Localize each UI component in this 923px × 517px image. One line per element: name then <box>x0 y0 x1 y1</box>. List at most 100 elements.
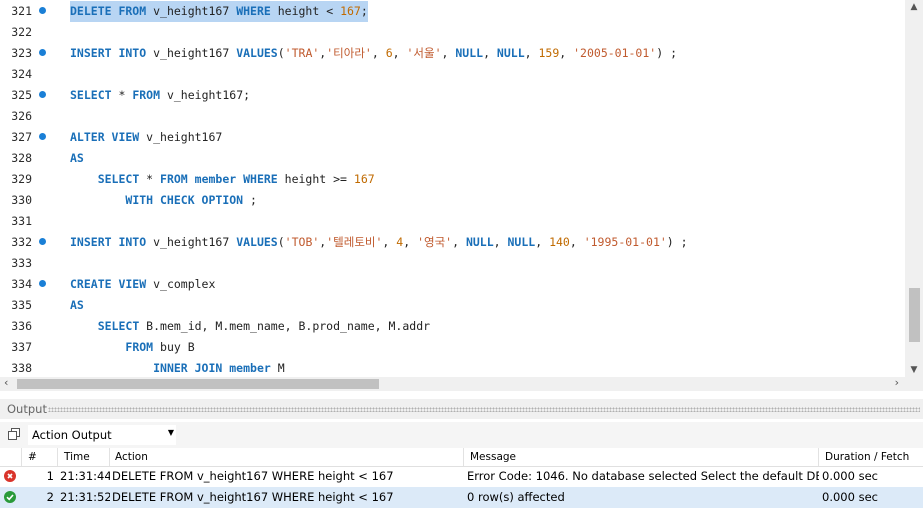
statement-marker-icon[interactable] <box>39 49 46 56</box>
code-token: v_height167 <box>146 46 237 60</box>
code-line[interactable]: 337 FROM buy B <box>0 337 905 358</box>
code-text: INSERT INTO v_height167 VALUES('TOB','텔레… <box>70 232 688 253</box>
scroll-down-arrow-icon[interactable]: ▼ <box>910 365 918 375</box>
code-token: ( <box>277 46 285 60</box>
code-line[interactable]: 331 <box>0 211 905 232</box>
code-token: , <box>452 235 466 249</box>
line-number: 330 <box>11 193 32 207</box>
code-token: M <box>270 361 285 375</box>
code-token: ) ; <box>666 235 688 249</box>
column-header-action[interactable]: Action <box>110 448 464 466</box>
editor-horizontal-scrollbar[interactable]: ‹ › <box>0 376 905 391</box>
output-panel-title: Output <box>7 402 47 416</box>
line-number: 337 <box>11 340 32 354</box>
code-token: B.mem_id, M.mem_name, B.prod_name, M.add… <box>139 319 431 333</box>
chevron-down-icon[interactable]: ▼ <box>167 428 174 437</box>
code-line[interactable]: 330 WITH CHECK OPTION ; <box>0 190 905 211</box>
table-row[interactable]: 1 21:31:44 DELETE FROM v_height167 WHERE… <box>0 466 923 487</box>
code-token: buy B <box>153 340 195 354</box>
code-token: VALUES <box>236 46 278 60</box>
code-token: INSERT INTO <box>70 46 147 60</box>
code-token: , <box>441 46 456 60</box>
code-token: '2005-01-01' <box>573 46 657 60</box>
code-text: INNER JOIN member M <box>70 358 285 377</box>
code-token <box>70 319 98 333</box>
vertical-scroll-thumb[interactable] <box>909 288 920 342</box>
code-token: INNER JOIN member <box>153 361 271 375</box>
code-line[interactable]: 338 INNER JOIN member M <box>0 358 905 377</box>
status-cell <box>0 487 22 508</box>
code-token <box>70 172 98 186</box>
column-header-duration[interactable]: Duration / Fetch <box>825 451 910 463</box>
scroll-right-arrow-icon[interactable]: › <box>894 376 899 389</box>
code-token: v_complex <box>146 277 216 291</box>
row-action: DELETE FROM v_height167 WHERE height < 1… <box>112 469 394 483</box>
line-number: 338 <box>11 361 32 375</box>
code-line[interactable]: 325 SELECT * FROM v_height167; <box>0 85 905 106</box>
column-header-time[interactable]: Time <box>58 448 110 466</box>
statement-marker-icon[interactable] <box>39 238 46 245</box>
output-type-select[interactable]: Action Output ▼ <box>28 425 176 445</box>
code-text: FROM buy B <box>70 337 195 358</box>
statement-marker-icon[interactable] <box>39 280 46 287</box>
code-text: SELECT * FROM v_height167; <box>70 85 250 106</box>
scroll-left-arrow-icon[interactable]: ‹ <box>4 376 9 389</box>
code-token: * <box>139 172 161 186</box>
code-token: , <box>524 46 539 60</box>
line-number: 325 <box>11 88 32 102</box>
horizontal-scroll-thumb[interactable] <box>17 379 379 389</box>
line-number: 333 <box>11 256 32 270</box>
code-token: 140 <box>549 235 570 249</box>
code-line[interactable]: 334 CREATE VIEW v_complex <box>0 274 905 295</box>
copy-icon[interactable] <box>8 428 20 440</box>
row-duration: 0.000 sec <box>822 490 878 504</box>
code-text: CREATE VIEW v_complex <box>70 274 215 295</box>
line-number: 336 <box>11 319 32 333</box>
code-token: 167 <box>353 172 375 186</box>
code-line[interactable]: 333 <box>0 253 905 274</box>
scrollbar-corner <box>905 377 923 391</box>
code-token: 'TOB' <box>284 235 320 249</box>
line-number: 332 <box>11 235 32 249</box>
code-token: , <box>569 235 584 249</box>
code-token: , <box>493 235 508 249</box>
line-number: 326 <box>11 109 32 123</box>
line-number: 334 <box>11 277 32 291</box>
code-text: INSERT INTO v_height167 VALUES('TRA','티아… <box>70 43 677 64</box>
row-message: Error Code: 1046. No database selected S… <box>467 469 819 483</box>
success-check-icon <box>4 491 16 503</box>
code-line[interactable]: 332 INSERT INTO v_height167 VALUES('TOB',… <box>0 232 905 253</box>
code-line[interactable]: 324 <box>0 64 905 85</box>
code-token: FROM member WHERE <box>160 172 278 186</box>
column-header-number[interactable]: # <box>22 448 58 466</box>
code-token: v_height167 <box>146 235 237 249</box>
code-token: AS <box>70 298 84 312</box>
code-token: NULL <box>496 46 525 60</box>
code-token: FROM <box>132 88 161 102</box>
code-token: ALTER VIEW <box>70 130 140 144</box>
table-row[interactable]: 2 21:31:52 DELETE FROM v_height167 WHERE… <box>0 487 923 508</box>
code-line[interactable]: 336 SELECT B.mem_id, M.mem_name, B.prod_… <box>0 316 905 337</box>
code-token: WITH CHECK OPTION <box>125 193 244 207</box>
statement-marker-icon[interactable] <box>39 133 46 140</box>
scroll-up-arrow-icon[interactable]: ▲ <box>910 2 918 12</box>
code-line[interactable]: 326 <box>0 106 905 127</box>
code-line[interactable]: 329 SELECT * FROM member WHERE height >=… <box>0 169 905 190</box>
panel-resize-grip[interactable] <box>48 407 920 412</box>
editor-vertical-scrollbar[interactable]: ▲ ▼ <box>905 0 923 377</box>
column-header-message[interactable]: Message <box>464 448 819 466</box>
code-token: SELECT <box>97 172 140 186</box>
code-line[interactable]: 322 <box>0 22 905 43</box>
statement-marker-icon[interactable] <box>39 7 46 14</box>
line-number: 324 <box>11 67 32 81</box>
column-header-status[interactable] <box>0 448 22 466</box>
line-number: 331 <box>11 214 32 228</box>
statement-marker-icon[interactable] <box>39 91 46 98</box>
code-token: '티아라' <box>326 46 372 60</box>
